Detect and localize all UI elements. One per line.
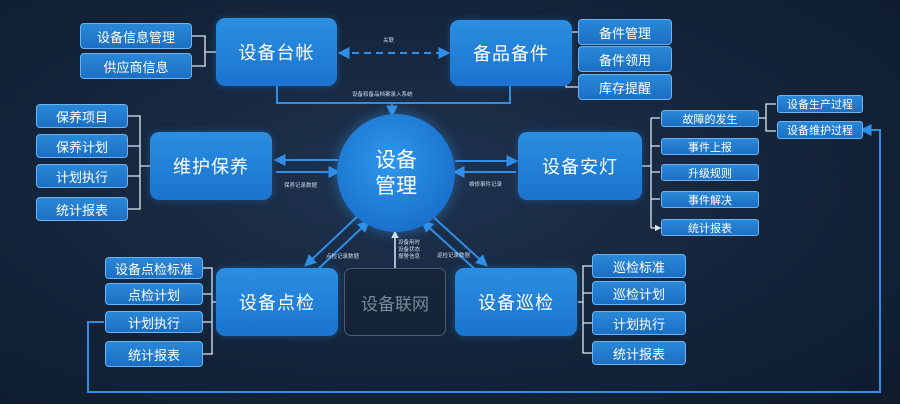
module-ledger[interactable]: 设备台帐 [216, 18, 337, 86]
andon-process-bracket [759, 103, 776, 132]
spare-item-requisition[interactable]: 备件领用 [578, 46, 672, 72]
annotation-iot-line2: 设备状态 [398, 247, 421, 253]
annotation-repair-record: 维修事件记录 [469, 182, 503, 188]
annotation-relation: 关联 [383, 38, 395, 44]
module-spare-parts[interactable]: 备品备件 [450, 20, 572, 86]
annotation-archive-entry: 设备和备品档案录入系统 [352, 92, 413, 98]
ledger-bracket [192, 35, 216, 67]
andon-item-report-event[interactable]: 事件上报 [661, 138, 759, 155]
inspection-hub-arrow-b [314, 220, 370, 273]
archive-entry-connector [276, 86, 511, 104]
maintenance-bracket [128, 115, 150, 210]
andon-item-resolve[interactable]: 事件解决 [661, 191, 759, 208]
spare-item-stock-alert[interactable]: 库存提醒 [578, 74, 672, 100]
annotation-iot-data: 设备用时 设备状态 报警信息 [398, 240, 420, 261]
ledger-item-equipment-info[interactable]: 设备信息管理 [80, 23, 192, 49]
andon-item-escalation[interactable]: 升级规则 [661, 164, 759, 181]
annotation-maintenance-record: 保养记录数据 [284, 183, 318, 189]
inspection-hub-arrow-a [304, 213, 361, 267]
hub-label-line1: 设备 [375, 148, 417, 172]
feedback-loop-line [87, 124, 881, 393]
inspection-item-plan[interactable]: 点检计划 [105, 283, 203, 305]
module-andon[interactable]: 设备安灯 [518, 132, 642, 200]
hub-label-line2: 管理 [375, 174, 417, 198]
maintenance-item-plan[interactable]: 保养计划 [36, 134, 128, 158]
inspection-bracket [203, 267, 216, 355]
maintenance-item-projects[interactable]: 保养项目 [36, 104, 128, 128]
patrol-item-plan[interactable]: 巡检计划 [592, 281, 686, 305]
ledger-item-supplier-info[interactable]: 供应商信息 [80, 53, 192, 79]
module-maintenance[interactable]: 维护保养 [150, 132, 272, 200]
inspection-item-standard[interactable]: 设备点检标准 [105, 257, 203, 279]
maintenance-item-report[interactable]: 统计报表 [36, 197, 128, 221]
patrol-item-execution[interactable]: 计划执行 [592, 311, 686, 335]
patrol-item-standard[interactable]: 巡检标准 [592, 254, 686, 278]
equipment-management-hub[interactable]: 设备 管理 [337, 114, 455, 232]
andon-item-report[interactable]: 统计报表 [661, 219, 759, 236]
module-inspection[interactable]: 设备点检 [216, 268, 338, 336]
patrol-item-report[interactable]: 统计报表 [592, 341, 686, 365]
spare-item-management[interactable]: 备件管理 [578, 19, 672, 45]
module-patrol[interactable]: 设备巡检 [455, 268, 577, 336]
patrol-bracket [578, 265, 592, 354]
andon-process-maintenance[interactable]: 设备维护过程 [777, 121, 863, 139]
inspection-item-report[interactable]: 统计报表 [105, 341, 203, 367]
annotation-iot-line3: 报警信息 [398, 254, 421, 260]
patrol-hub-arrow-a [429, 213, 488, 267]
patrol-hub-arrow-b [421, 220, 479, 273]
annotation-patrol-record: 巡检记录数据 [437, 253, 471, 259]
maintenance-item-execution[interactable]: 计划执行 [36, 164, 128, 188]
andon-item-fault[interactable]: 故障的发生 [661, 110, 759, 127]
andon-process-production[interactable]: 设备生产过程 [777, 95, 863, 113]
andon-bracket [642, 117, 660, 228]
inspection-item-execution[interactable]: 计划执行 [105, 311, 203, 333]
module-iot[interactable]: 设备联网 [344, 268, 446, 336]
annotation-inspection-record: 点检记录数据 [326, 254, 360, 260]
annotation-iot-line1: 设备用时 [398, 240, 421, 246]
